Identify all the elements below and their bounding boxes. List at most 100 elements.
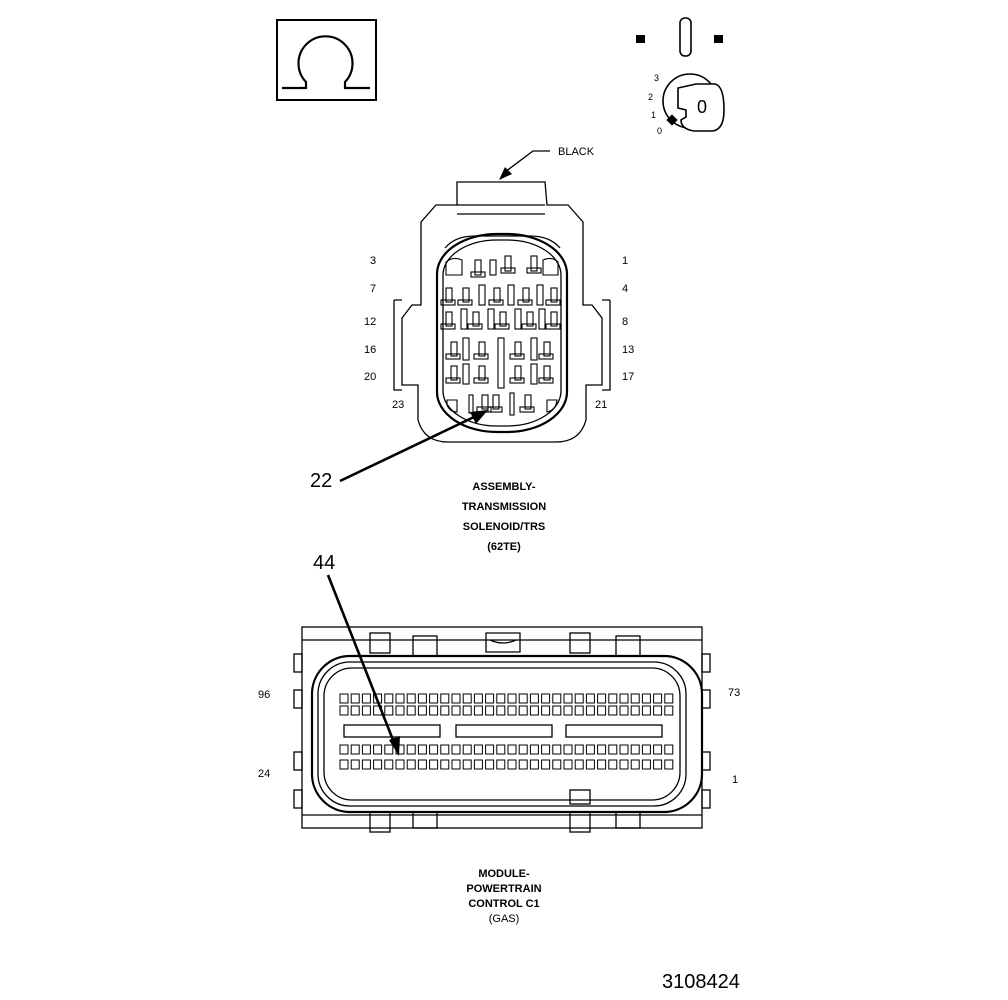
- trs-pin-4-label: 4: [622, 283, 629, 295]
- pcm-terminal-cavity: [529, 744, 539, 755]
- pcm-terminal-cavity: [451, 744, 461, 755]
- pcm-terminal-cavity: [653, 759, 663, 770]
- pcm-terminal-cavity: [529, 705, 539, 716]
- switch-position-1: 1: [651, 110, 657, 120]
- pcm-terminal-cavity: [384, 705, 394, 716]
- pcm-terminal-cavity: [485, 759, 495, 770]
- pcm-terminal-cavity: [485, 705, 495, 716]
- pcm-terminal-cavity: [541, 759, 551, 770]
- pcm-terminal-cavity: [451, 693, 461, 704]
- pcm-terminal-cavity: [507, 693, 517, 704]
- pcm-terminal-cavity: [417, 705, 427, 716]
- caption-line: (GAS): [488, 913, 520, 925]
- pcm-terminal-cavity: [653, 705, 663, 716]
- pcm-terminal-cavity: [574, 744, 584, 755]
- trs-pin-16-label: 16: [364, 344, 377, 356]
- pcm-terminal-cavity: [350, 705, 360, 716]
- pcm-terminal-cavity: [473, 744, 483, 755]
- pcm-terminal-cavity: [429, 744, 439, 755]
- trs-connector-caption: ASSEMBLY- TRANSMISSION SOLENOID/TRS (62T…: [434, 477, 574, 557]
- pcm-terminal-cavity: [339, 693, 349, 704]
- pcm-terminal-cavity: [429, 693, 439, 704]
- pcm-terminal-cavity: [350, 693, 360, 704]
- pcm-terminal-cavity: [664, 744, 674, 755]
- pcm-terminal-cavity: [552, 744, 562, 755]
- pcm-terminal-cavity: [585, 759, 595, 770]
- pcm-terminal-cavity: [473, 693, 483, 704]
- pcm-terminal-cavity: [406, 744, 416, 755]
- pcm-terminal-cavity: [473, 705, 483, 716]
- pcm-terminal-cavity: [664, 705, 674, 716]
- pcm-connector-caption: MODULE- POWERTRAIN CONTROL C1 (GAS): [434, 867, 574, 927]
- ohm-symbol-text: Ω: [319, 44, 320, 45]
- caption-line: (62TE): [487, 541, 521, 553]
- pcm-terminal-cavity: [597, 705, 607, 716]
- pcm-terminal-cavity: [541, 693, 551, 704]
- pcm-terminal-cavity: [462, 693, 472, 704]
- pcm-terminal-cavity: [350, 759, 360, 770]
- pcm-terminal-cavity: [529, 693, 539, 704]
- pcm-terminal-cavity: [608, 693, 618, 704]
- pcm-terminal-cavity: [462, 744, 472, 755]
- pcm-terminal-cavity: [563, 744, 573, 755]
- switch-position-3: 3: [654, 73, 660, 83]
- pcm-terminal-cavity: [585, 744, 595, 755]
- trs-pin-13-label: 13: [622, 344, 635, 356]
- pcm-terminal-cavity: [496, 759, 506, 770]
- pcm-terminal-cavity: [608, 744, 618, 755]
- trs-callout-pin: 22: [310, 470, 333, 492]
- pcm-terminal-cavity: [641, 744, 651, 755]
- trs-pin-7-label: 7: [370, 283, 377, 295]
- pcm-terminal-cavity: [417, 759, 427, 770]
- pcm-terminal-cavity: [440, 759, 450, 770]
- pcm-terminal-cavity: [462, 705, 472, 716]
- pcm-terminal-cavity: [361, 705, 371, 716]
- caption-line: ASSEMBLY-: [472, 481, 536, 493]
- pcm-terminal-cavity: [429, 759, 439, 770]
- pcm-terminal-cavity: [653, 744, 663, 755]
- pcm-terminal-cavity: [440, 744, 450, 755]
- trs-pin-21-label: 21: [595, 399, 608, 411]
- caption-line: MODULE-: [478, 868, 530, 880]
- pcm-terminal-cavity: [485, 744, 495, 755]
- pcm-pin-73-label: 73: [728, 687, 741, 699]
- pcm-terminal-cavity: [585, 705, 595, 716]
- pcm-terminal-cavity: [585, 693, 595, 704]
- trs-pin-20-label: 20: [364, 371, 377, 383]
- pcm-terminal-cavity: [552, 705, 562, 716]
- pcm-terminal-cavity: [507, 705, 517, 716]
- pcm-terminal-cavity: [664, 759, 674, 770]
- pcm-terminal-cavity: [395, 759, 405, 770]
- switch-position-0: 0: [657, 126, 663, 136]
- pcm-terminal-cavity: [417, 744, 427, 755]
- pcm-pin-24-label: 24: [258, 768, 271, 780]
- pcm-terminal-cavity: [462, 759, 472, 770]
- pcm-terminal-cavity: [339, 705, 349, 716]
- pcm-terminal-cavity: [641, 693, 651, 704]
- pcm-terminal-cavity: [608, 759, 618, 770]
- pcm-terminal-cavity: [406, 705, 416, 716]
- pcm-terminal-cavity: [574, 759, 584, 770]
- pcm-terminal-cavity: [395, 705, 405, 716]
- pcm-terminal-cavity: [518, 759, 528, 770]
- pcm-terminal-cavity: [384, 693, 394, 704]
- pcm-terminal-cavity: [507, 744, 517, 755]
- pcm-terminal-cavity: [518, 693, 528, 704]
- pcm-terminal-cavity: [451, 759, 461, 770]
- trs-pin-8-label: 8: [622, 316, 629, 328]
- pcm-terminal-cavity: [429, 705, 439, 716]
- switch-position-2: 2: [648, 92, 654, 102]
- caption-line: POWERTRAIN: [466, 883, 542, 895]
- pcm-pin-1-label: 1: [732, 774, 739, 786]
- pcm-terminal-cavity: [541, 705, 551, 716]
- pcm-terminal-cavity: [417, 693, 427, 704]
- pcm-terminal-cavity: [384, 759, 394, 770]
- pcm-terminal-cavity: [541, 744, 551, 755]
- trs-connector: [393, 181, 611, 443]
- pcm-terminal-cavity: [507, 759, 517, 770]
- pcm-terminal-cavity: [619, 693, 629, 704]
- trs-pin-1-label: 1: [622, 255, 629, 267]
- pcm-pin-96-label: 96: [258, 689, 271, 701]
- pcm-terminal-cavity: [395, 693, 405, 704]
